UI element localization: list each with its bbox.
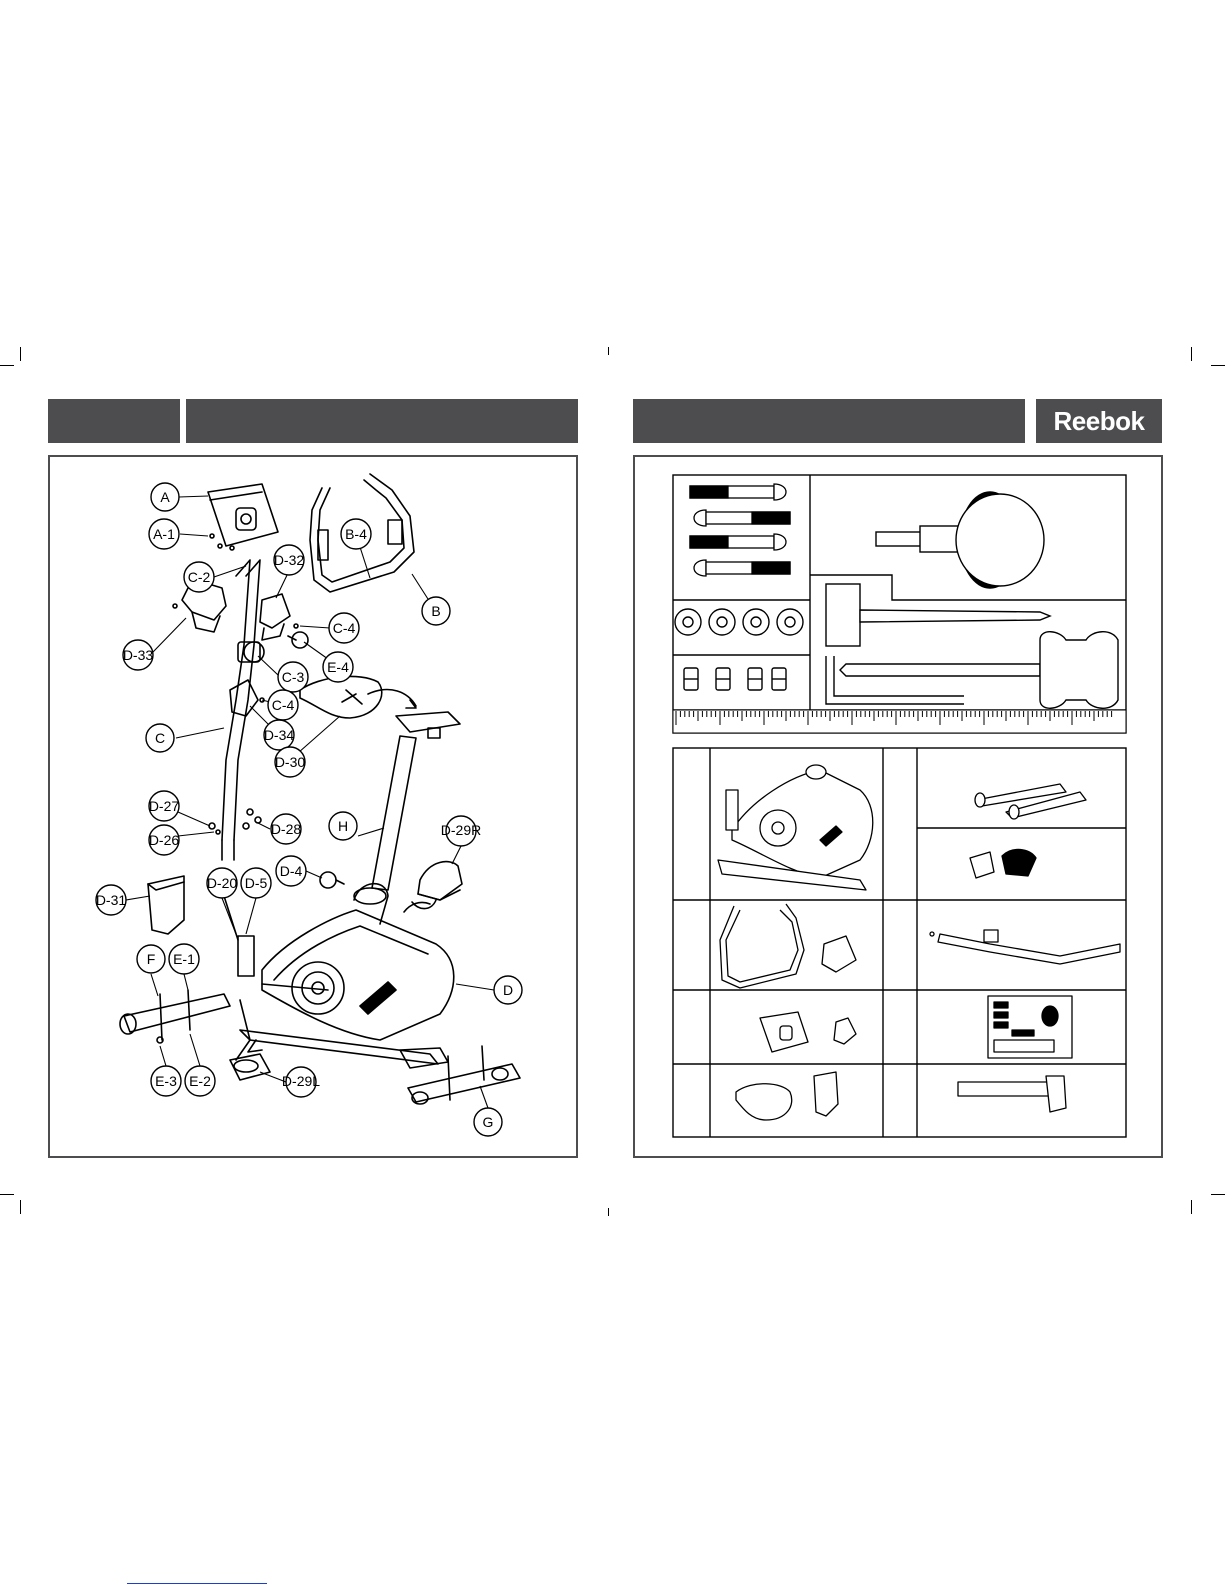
svg-text:A: A: [160, 489, 170, 505]
seat-tube-thumbnail: [958, 1076, 1066, 1112]
svg-text:D-27: D-27: [149, 798, 180, 814]
main-frame-thumbnail: [718, 765, 873, 890]
knob-icon: [876, 492, 1044, 588]
seat-part: [300, 676, 382, 718]
ruler-icon: [673, 710, 1126, 733]
callout-D-26: D-26: [149, 825, 180, 855]
crop-mark: [20, 1200, 21, 1214]
callout-E-3: E-3: [151, 1066, 181, 1096]
callout-A: A: [151, 483, 179, 511]
svg-text:E-4: E-4: [327, 659, 349, 675]
left-header-bar: [186, 399, 578, 443]
crop-mark: [1191, 347, 1192, 361]
callout-D-29R: D-29R: [441, 816, 481, 846]
callout-C-3: C-3: [278, 662, 308, 692]
crop-mark: [1211, 365, 1225, 366]
left-header-tab: [48, 399, 180, 443]
svg-text:D-32: D-32: [274, 552, 305, 568]
callout-E-4: E-4: [323, 652, 353, 682]
svg-text:D-34: D-34: [264, 727, 295, 743]
crop-mark: [608, 347, 609, 355]
svg-text:D-5: D-5: [245, 875, 268, 891]
svg-text:F: F: [147, 951, 156, 967]
callout-D-20: D-20: [207, 868, 238, 898]
svg-text:C-4: C-4: [272, 697, 295, 713]
callout-D-31: D-31: [96, 885, 127, 915]
svg-text:D-30: D-30: [275, 754, 306, 770]
svg-text:C-3: C-3: [282, 669, 305, 685]
callout-A-1: A-1: [149, 519, 179, 549]
svg-text:D-28: D-28: [271, 821, 302, 837]
svg-text:B-4: B-4: [345, 526, 367, 542]
parts-contents-table: [672, 746, 1127, 1138]
callout-B-4: B-4: [341, 519, 371, 549]
callout-D-4: D-4: [276, 856, 306, 886]
svg-text:D-29L: D-29L: [282, 1073, 320, 1089]
seat-tube-part: [372, 736, 416, 890]
svg-text:E-2: E-2: [189, 1073, 211, 1089]
exploded-view-diagram: A A-1 C-2 D-32 B-4 B C-4 D-33 E-4 C-3 C-…: [50, 457, 576, 1156]
bolt-icon: [690, 484, 790, 576]
crop-mark: [1211, 1194, 1225, 1195]
washer-icon: [675, 609, 803, 635]
console-thumbnail: [760, 1012, 856, 1052]
svg-text:A-1: A-1: [153, 526, 175, 542]
svg-text:C-2: C-2: [188, 569, 211, 585]
crop-mark: [0, 365, 14, 366]
svg-text:D-33: D-33: [123, 647, 154, 663]
callout-D-29L: D-29L: [282, 1067, 320, 1097]
crop-mark: [0, 1194, 14, 1195]
callout-B: B: [422, 597, 450, 625]
seat-post-thumbnail: [930, 930, 1120, 964]
svg-text:D-20: D-20: [207, 875, 238, 891]
hex-key-icon: [826, 656, 964, 704]
callout-D-32: D-32: [274, 545, 305, 575]
crop-mark: [608, 1208, 609, 1216]
svg-text:D-26: D-26: [149, 832, 180, 848]
right-header-bar: [633, 399, 1025, 443]
svg-text:C: C: [155, 730, 165, 746]
callout-H: H: [329, 812, 357, 840]
stabilizers-thumbnail: [975, 784, 1086, 819]
callout-D-33: D-33: [123, 640, 154, 670]
svg-text:D-31: D-31: [96, 892, 127, 908]
footer-link-underline: [127, 1583, 267, 1584]
hardware-card-thumbnail: [988, 996, 1072, 1058]
callout-C: C: [146, 724, 174, 752]
pedals-thumbnail: [970, 849, 1036, 878]
callout-D-5: D-5: [241, 868, 271, 898]
callout-G: G: [474, 1108, 502, 1136]
callout-E-2: E-2: [185, 1066, 215, 1096]
callout-D-27: D-27: [149, 791, 180, 821]
svg-text:D: D: [503, 982, 513, 998]
main-frame-part: [262, 910, 454, 1040]
nut-icon: [684, 668, 786, 690]
svg-text:G: G: [483, 1114, 494, 1130]
callout-C-4: C-4: [329, 613, 359, 643]
svg-text:C-4: C-4: [333, 620, 356, 636]
wrench-icon: [826, 584, 1118, 708]
callout-D-28: D-28: [271, 814, 302, 844]
svg-text:E-1: E-1: [173, 951, 195, 967]
callout-D-30: D-30: [275, 747, 306, 777]
callout-D: D: [494, 976, 522, 1004]
callout-C-4b: C-4: [268, 690, 298, 720]
callout-D-34: D-34: [264, 720, 295, 750]
svg-text:H: H: [338, 818, 348, 834]
svg-text:D-29R: D-29R: [441, 822, 481, 838]
crop-mark: [20, 347, 21, 361]
svg-text:B: B: [431, 603, 440, 619]
svg-text:D-4: D-4: [280, 863, 303, 879]
callout-F: F: [137, 945, 165, 973]
callout-E-1: E-1: [169, 944, 199, 974]
callout-C-2: C-2: [184, 562, 214, 592]
svg-text:E-3: E-3: [155, 1073, 177, 1089]
seat-and-shroud-thumbnail: [736, 1072, 838, 1120]
crop-mark: [1191, 1200, 1192, 1214]
handlebar-thumbnail: [720, 904, 856, 988]
hardware-pack-diagram: [672, 474, 1127, 734]
reebok-logo: Reebok: [1036, 399, 1162, 443]
